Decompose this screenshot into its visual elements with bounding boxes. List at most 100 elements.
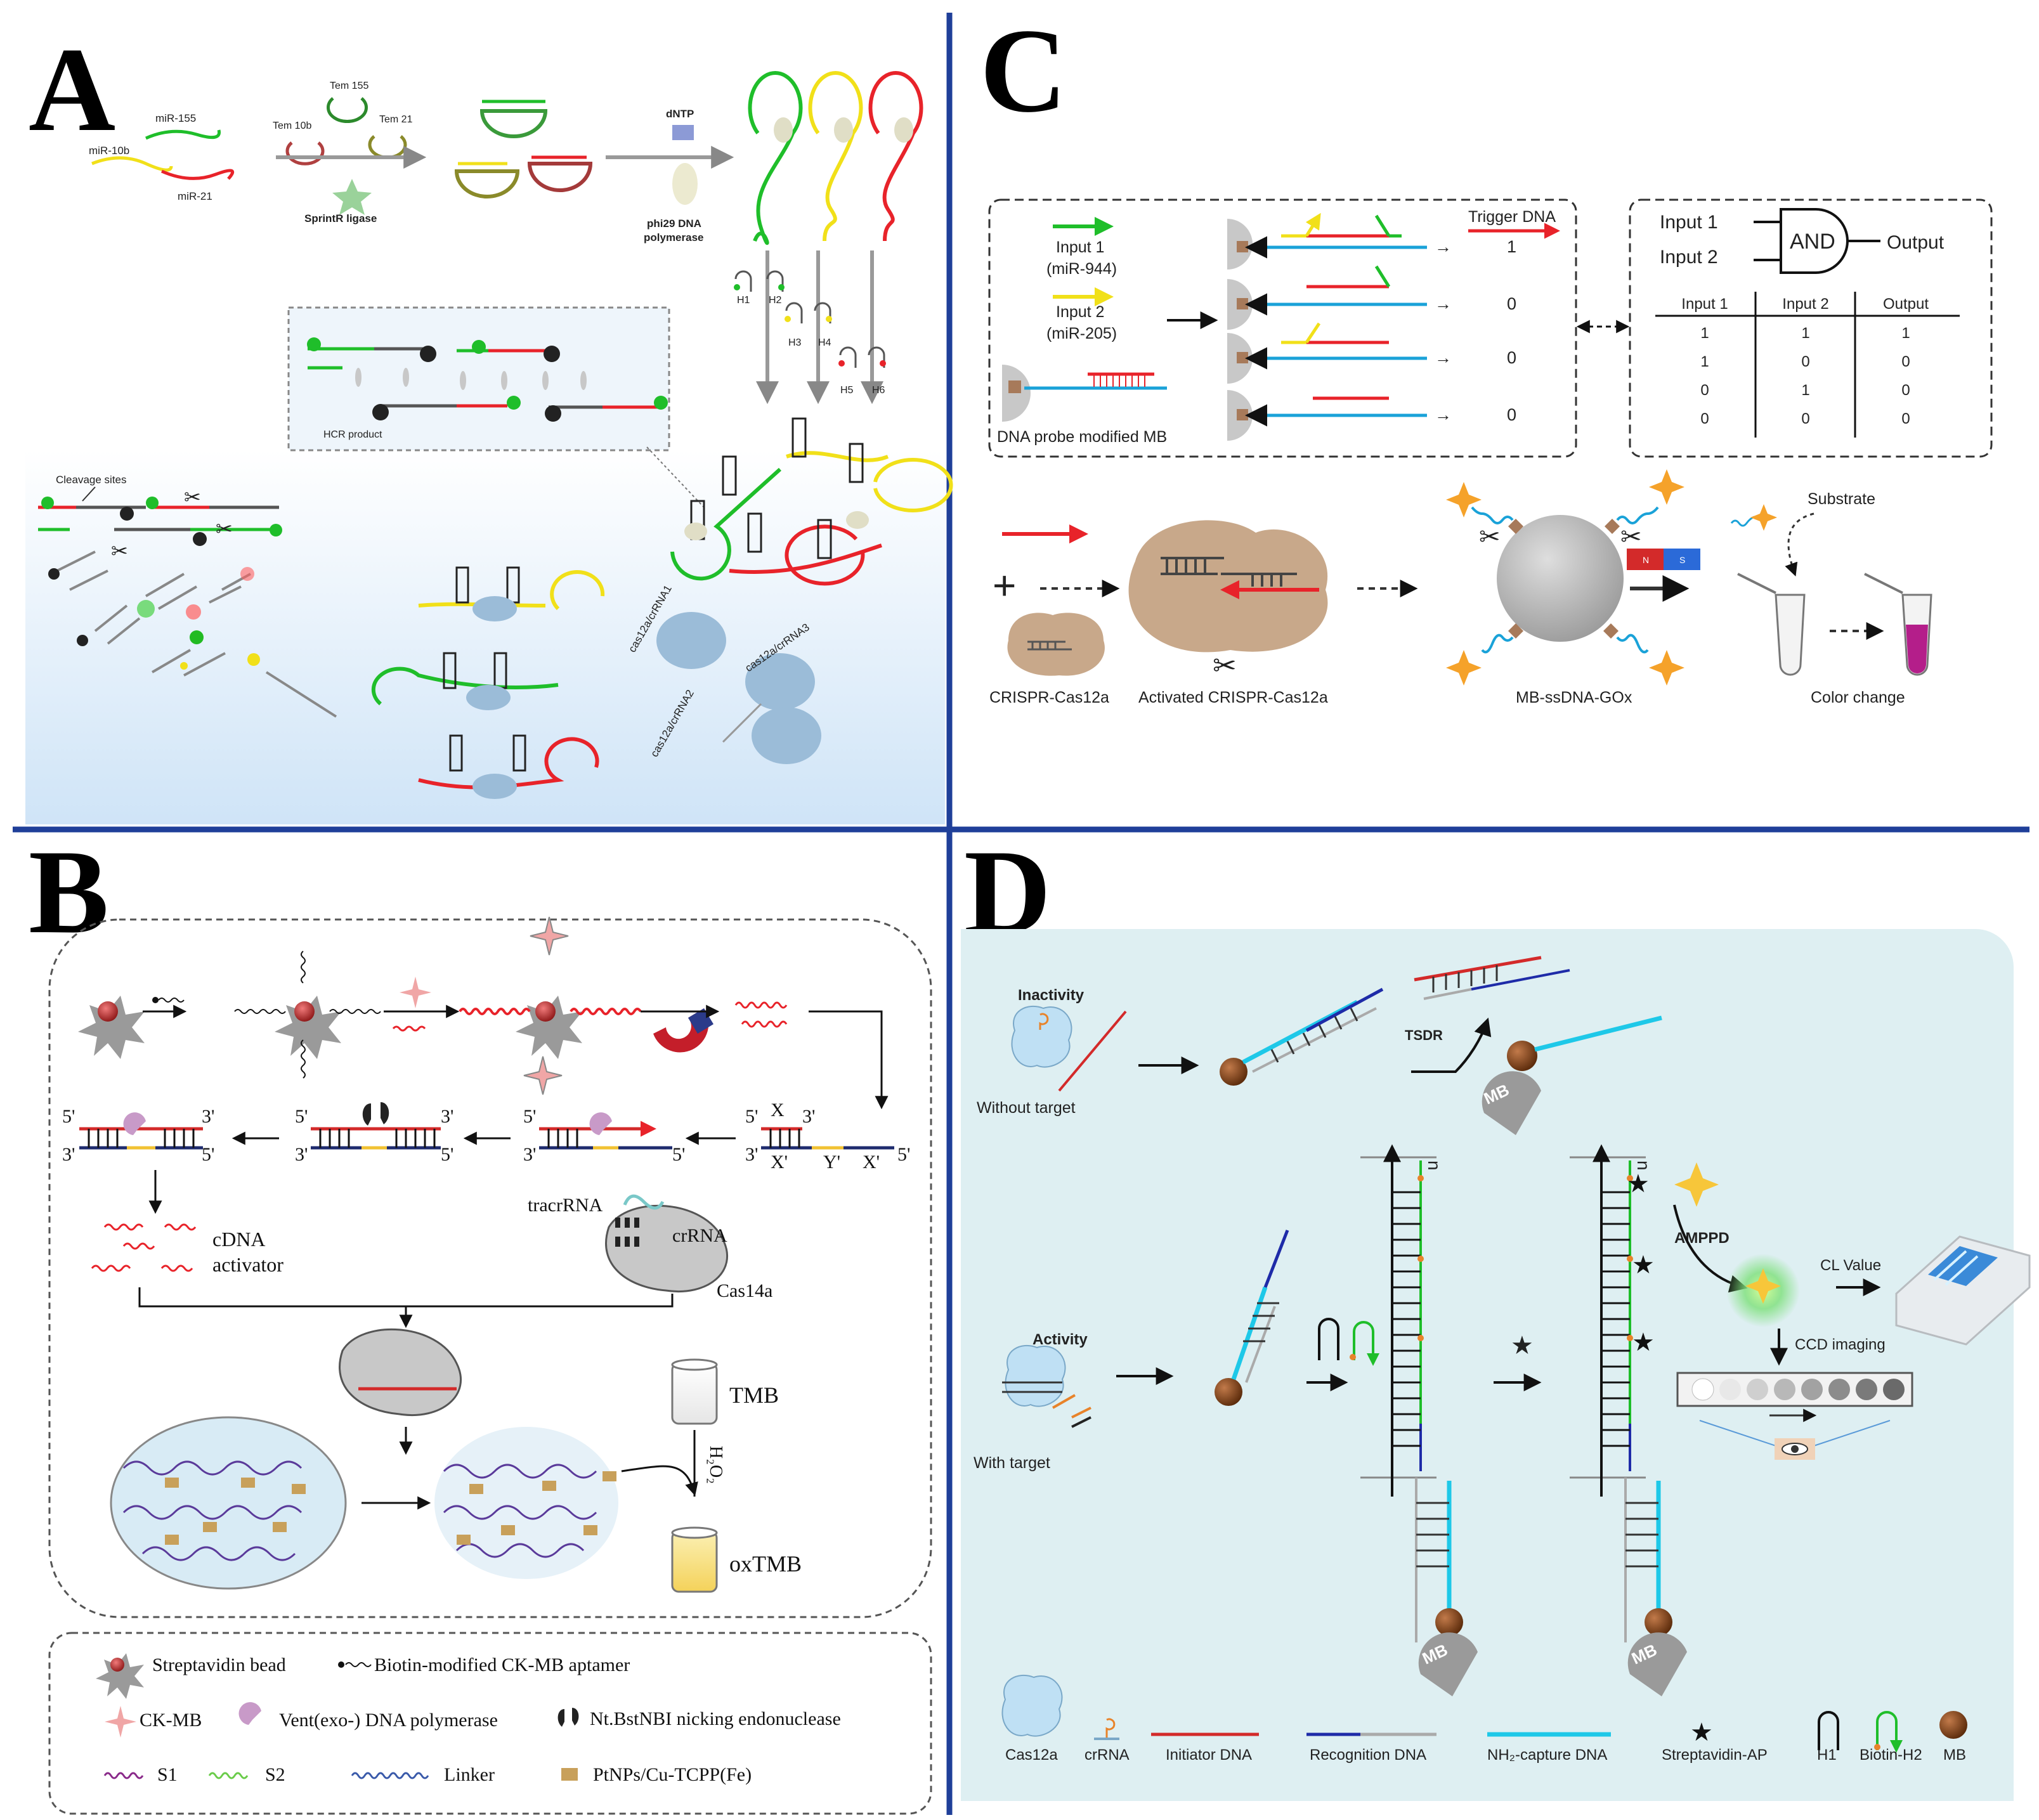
with-target-label: With target xyxy=(974,1454,1050,1472)
legend-cas12a: Cas12a xyxy=(1005,1746,1058,1764)
b-end-5-4: 5' xyxy=(441,1144,453,1165)
trigger-dna-label: Trigger DNA xyxy=(1468,208,1556,226)
gate-output: Output xyxy=(1887,232,1945,253)
oxtmb-label: oxTMB xyxy=(729,1551,802,1576)
legend-initiator: Initiator DNA xyxy=(1166,1746,1252,1764)
tt-cell: 0 xyxy=(1700,410,1709,427)
b-x-label: X xyxy=(771,1100,785,1121)
panel-c-letter: C xyxy=(980,4,1067,138)
b-end-3-4: 3' xyxy=(295,1144,308,1165)
cl-value-label: CL Value xyxy=(1820,1257,1881,1274)
tt-header-1: Input 1 xyxy=(1681,296,1728,313)
probe-mb-label: DNA probe modified MB xyxy=(997,428,1167,446)
input1-mirna: (miR-944) xyxy=(1046,260,1117,278)
nicking-enzyme-icon xyxy=(362,1102,389,1126)
hairpin-h4: H4 xyxy=(818,337,831,348)
tt-cell: 0 xyxy=(1901,410,1910,427)
tt-cell: 1 xyxy=(1901,325,1910,342)
b-end-5-6: 5' xyxy=(672,1144,685,1165)
legend-recognition: Recognition DNA xyxy=(1310,1746,1426,1764)
svg-text:→: → xyxy=(1435,348,1452,367)
legend-biotin-aptamer: Biotin-modified CK-MB aptamer xyxy=(374,1654,630,1675)
magnet-icon xyxy=(653,1008,713,1053)
tt-cell: 1 xyxy=(1801,325,1809,342)
tsdr-label: TSDR xyxy=(1405,1027,1443,1043)
input2-mirna: (miR-205) xyxy=(1046,325,1117,342)
panel-dividers xyxy=(13,13,2029,1815)
dntp-label: dNTP xyxy=(666,108,694,120)
svg-text:★: ★ xyxy=(1627,1170,1650,1198)
tem-10b-label: Tem 10b xyxy=(273,120,311,131)
svg-text:★: ★ xyxy=(1690,1719,1713,1746)
legend-h1: H1 xyxy=(1817,1746,1837,1764)
tem-155-label: Tem 155 xyxy=(330,81,368,91)
streptavidin-bead-icon xyxy=(78,996,145,1059)
logic-probe-rows xyxy=(1227,212,1427,441)
mirna-21-label: miR-21 xyxy=(178,190,212,202)
substrate-label: Substrate xyxy=(1808,490,1875,508)
c-scissor-icon: ✂ xyxy=(1213,649,1237,682)
activity-label: Activity xyxy=(1033,1331,1088,1348)
b-xprime-label-2: X' xyxy=(863,1152,880,1173)
b-end-5-1: 5' xyxy=(62,1106,75,1127)
panel-a: A miR-155 miR-10b miR-21 Tem 155 Tem 10b… xyxy=(25,23,953,824)
phi29-label-1: phi29 DNA xyxy=(647,218,701,230)
panel-b-legend: Streptavidin bead Biotin-modified CK-MB … xyxy=(96,1653,841,1785)
svg-text:→: → xyxy=(1435,405,1452,424)
legend-ck-mb: CK-MB xyxy=(140,1710,202,1731)
tt-cell: 0 xyxy=(1901,353,1910,370)
svg-text:★: ★ xyxy=(1632,1251,1655,1279)
gate-input2: Input 2 xyxy=(1660,247,1718,268)
h2o2-label: H₂O₂ xyxy=(706,1446,726,1484)
d-n-label-1: n xyxy=(1424,1160,1444,1171)
b-end-5-7: 5' xyxy=(745,1106,758,1127)
b-end-5-7b: 5' xyxy=(897,1144,910,1165)
legend-mb: MB xyxy=(1943,1746,1966,1764)
tt-cell: 0 xyxy=(1801,353,1809,370)
svg-text:★: ★ xyxy=(1632,1329,1655,1356)
truth-table: Input 1 Input 2 Output 1 1 1 1 0 0 0 1 0… xyxy=(1655,292,1960,438)
hcr-ladder-2: ★ ★ ★ n MB xyxy=(1570,1144,1687,1696)
c-scissor-icon-2: ✂ xyxy=(1479,523,1501,551)
b-end-3-5: 3' xyxy=(523,1144,536,1165)
inactivity-label: Inactivity xyxy=(1018,987,1085,1004)
b-xprime-label-1: X' xyxy=(771,1152,788,1173)
tt-header-3: Output xyxy=(1883,296,1929,313)
activated-label: Activated CRISPR-Cas12a xyxy=(1138,689,1328,706)
magnet-n: N xyxy=(1643,555,1649,565)
legend-s1: S1 xyxy=(157,1764,178,1785)
svg-text:→: → xyxy=(1435,237,1452,256)
crispr-label: CRISPR-Cas12a xyxy=(989,689,1109,706)
panel-b-letter: B xyxy=(29,826,109,959)
b-end-3-1: 3' xyxy=(202,1106,214,1127)
magnet-s: S xyxy=(1679,555,1685,565)
hcr-ladder-1: n MB xyxy=(1360,1144,1478,1696)
legend-nicking-endonuclease: Nt.BstNBI nicking endonuclease xyxy=(590,1708,841,1729)
tt-cell: 0 xyxy=(1901,382,1910,399)
b-end-3-7: 3' xyxy=(745,1144,758,1165)
cdna-label-2: activator xyxy=(212,1253,283,1276)
legend-crrna: crRNA xyxy=(1085,1746,1130,1764)
cas14a-label: Cas14a xyxy=(717,1280,772,1301)
hairpin-h6: H6 xyxy=(872,385,885,396)
tracrrna-label: tracrRNA xyxy=(528,1195,603,1216)
b-end-3-2: 3' xyxy=(62,1144,75,1165)
b-end-5-3: 5' xyxy=(295,1106,308,1127)
crrna-label: crRNA xyxy=(672,1225,727,1246)
b-end-3-6: 3' xyxy=(802,1106,815,1127)
panel-a-letter: A xyxy=(29,23,115,157)
luminometer-icon xyxy=(1895,1235,2031,1346)
hairpin-h1: H1 xyxy=(737,295,750,306)
output-row-1: 1 xyxy=(1507,237,1516,256)
output-row-3: 0 xyxy=(1507,348,1516,367)
b-yprime-label: Y' xyxy=(823,1152,840,1173)
tem-21-label: Tem 21 xyxy=(379,114,413,125)
b-end-5-5: 5' xyxy=(523,1106,536,1127)
mirna-10b-label: miR-10b xyxy=(89,145,129,157)
ccd-spots xyxy=(1691,1378,1905,1401)
b-end-5-2: 5' xyxy=(202,1144,214,1165)
color-change-label: Color change xyxy=(1811,689,1905,706)
tt-cell: 0 xyxy=(1801,410,1809,427)
phi29-label-2: polymerase xyxy=(644,231,704,244)
tt-cell: 1 xyxy=(1700,325,1709,342)
